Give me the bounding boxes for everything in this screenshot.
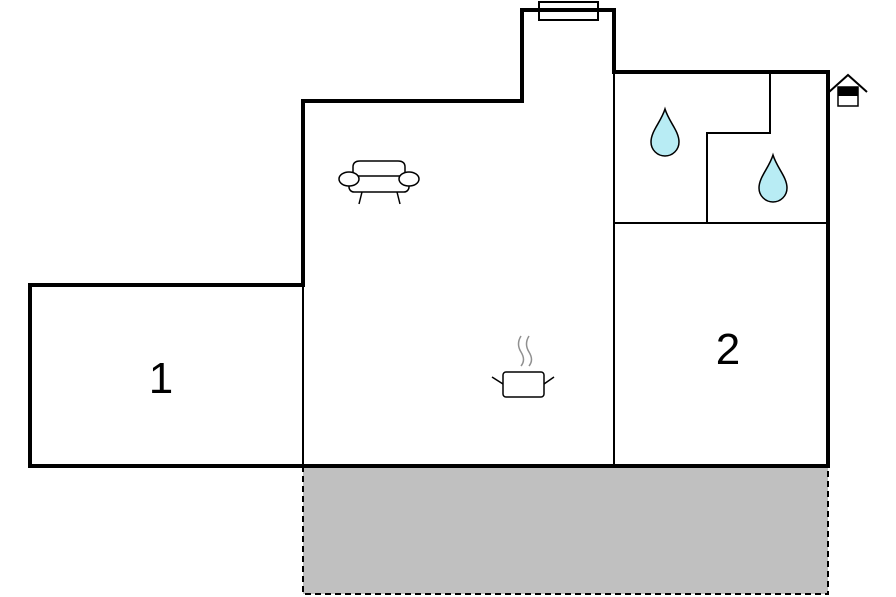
cooking-pot-icon — [491, 335, 555, 398]
room-2-label: 2 — [716, 325, 740, 374]
water-drop-icon — [650, 106, 680, 157]
outer-walls — [28, 8, 830, 468]
sofa-icon — [338, 160, 420, 205]
terrace-area — [302, 465, 829, 595]
water-drop-icon — [758, 152, 788, 203]
interior-walls — [302, 72, 828, 466]
entrance-house-icon — [828, 73, 868, 107]
room-1-label: 1 — [149, 354, 173, 403]
